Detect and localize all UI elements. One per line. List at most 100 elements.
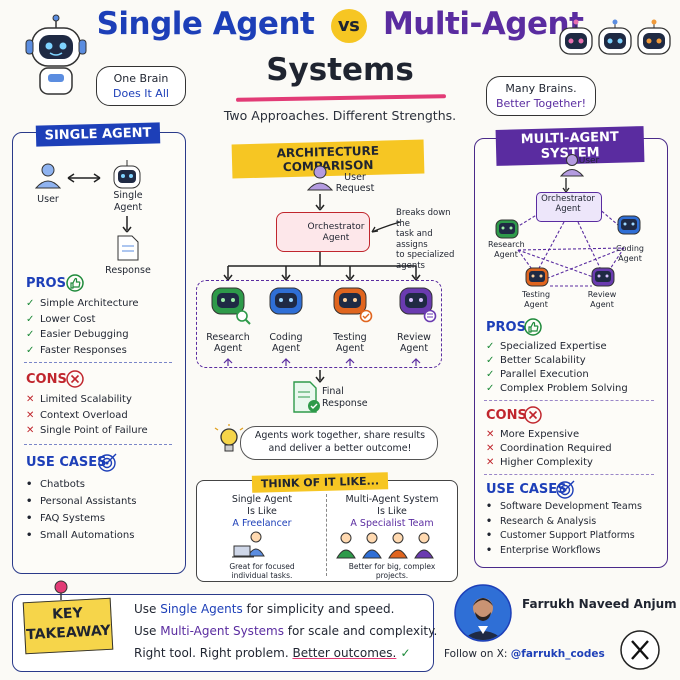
follow-text: Follow on X: @farrukh_codes — [444, 648, 605, 660]
list-item: •Research & Analysis — [486, 515, 597, 527]
agents-group — [196, 280, 442, 368]
author-name: Farrukh Naveed Anjum — [522, 597, 677, 611]
bubble-right-line1: Many Brains. — [505, 82, 577, 95]
multi-cons-title: CONS — [486, 408, 527, 423]
speech-bubble-right: Many Brains. Better Together! — [486, 76, 596, 116]
think-header: THINK OF IT LIKE... — [251, 472, 389, 493]
check-icon: ✓ — [486, 341, 495, 352]
single-usecases-list: •Chatbots •Personal Assistants •FAQ Syst… — [26, 476, 136, 544]
tip-text: Agents work together, share results and … — [254, 430, 426, 454]
think-left-line3: A Freelancer — [232, 518, 292, 529]
bubble-left-line1: One Brain — [113, 72, 169, 85]
check-icon: ✓ — [26, 313, 35, 325]
multi-cons-list: ✕More Expensive ✕Coordination Required ✕… — [486, 428, 612, 470]
list-item: •FAQ Systems — [26, 513, 106, 524]
takeaway-line-3: Right tool. Right problem. Better outcom… — [134, 646, 411, 660]
multi-orchestrator-box — [536, 192, 602, 222]
list-item: ✕Single Point of Failure — [26, 423, 148, 439]
list-item: ✓Complex Problem Solving — [486, 383, 628, 394]
multi-usecases-list: •Software Development Teams •Research & … — [486, 500, 642, 558]
single-agent-header: SINGLE AGENT — [35, 122, 161, 147]
title-multi: Multi-Agent — [382, 6, 584, 42]
check-icon: ✓ — [486, 355, 495, 366]
single-agent-panel — [12, 132, 186, 574]
single-pros-list: ✓Simple Architecture ✓Lower Cost ✓Easier… — [26, 296, 139, 358]
architecture-diagram — [211, 165, 437, 413]
single-user-label: User — [37, 194, 59, 205]
list-item: ✓Better Scalability — [486, 355, 586, 366]
single-pros-title: PROS — [26, 276, 66, 291]
think-left-line1: Single Agent — [231, 494, 293, 505]
list-item: ✕Context Overload — [26, 408, 148, 424]
title-vs-badge: vs — [330, 8, 367, 43]
check-icon: ✓ — [486, 369, 495, 380]
avatar — [454, 584, 512, 642]
multi-usecases-title: USE CASES — [486, 482, 567, 497]
single-agent-flow — [34, 160, 141, 261]
list-item: ✓Faster Responses — [26, 343, 139, 359]
think-left-line2: Is Like — [247, 506, 277, 517]
target-icon — [556, 480, 575, 499]
x-circle-icon — [66, 370, 84, 388]
divider — [484, 400, 654, 401]
cross-icon: ✕ — [486, 443, 495, 454]
title-underline — [235, 94, 447, 102]
multi-orchestrator-label: Orchestrator Agent — [541, 194, 595, 214]
list-item: •Software Development Teams — [486, 501, 642, 512]
list-item: •Small Automations — [26, 530, 135, 541]
x-logo-icon[interactable] — [620, 630, 660, 670]
divider — [24, 444, 172, 445]
review-agent-icon — [399, 287, 437, 323]
orchestrator-label-2: Agent — [322, 233, 350, 243]
single-response-label: Response — [105, 265, 151, 276]
cross-icon: ✕ — [26, 409, 35, 421]
check-icon: ✓ — [396, 646, 411, 660]
title-systems: Systems — [266, 52, 414, 88]
lightbulb-icon — [214, 424, 244, 452]
orchestrator-label-1: Orchestrator — [307, 222, 365, 232]
cross-icon: ✕ — [486, 429, 495, 440]
single-usecases-title: USE CASES — [26, 455, 107, 470]
single-agent-label-2: Agent — [113, 202, 143, 213]
list-item: •Customer Support Platforms — [486, 530, 635, 541]
research-agent-icon — [211, 287, 251, 325]
page-title: Single Agent vs Multi-Agent — [0, 6, 680, 43]
cross-icon: ✕ — [26, 394, 35, 405]
list-item: •Chatbots — [26, 479, 85, 490]
single-cons-list: ✕Limited Scalability ✕Context Overload ✕… — [26, 392, 148, 439]
author-handle-link[interactable]: @farrukh_codes — [510, 648, 605, 660]
think-right-line3: A Specialist Team — [350, 518, 434, 529]
coding-agent-icon — [269, 287, 303, 315]
list-item: ✓Lower Cost — [26, 312, 139, 328]
orchestrator-agent-box — [276, 212, 370, 252]
final-response-label-2: Response — [322, 398, 368, 409]
list-item: ✓Specialized Expertise — [486, 341, 607, 352]
cross-icon: ✕ — [26, 425, 35, 436]
divider — [484, 474, 654, 475]
check-icon: ✓ — [26, 344, 35, 356]
subtitle: Two Approaches. Different Strengths. — [223, 108, 457, 123]
multi-user-label: User — [578, 156, 600, 166]
list-item: ✕Higher Complexity — [486, 457, 593, 468]
multi-agent-network — [495, 154, 641, 287]
list-item: ✕Limited Scalability — [26, 392, 148, 408]
list-item: ✕Coordination Required — [486, 443, 612, 454]
robot-team-icon — [559, 19, 671, 55]
list-item: ✕More Expensive — [486, 429, 580, 440]
cross-icon: ✕ — [486, 457, 495, 468]
divider — [24, 362, 172, 363]
multi-pros-title: PROS — [486, 320, 526, 335]
list-item: ✓Easier Debugging — [26, 327, 139, 343]
speech-bubble-left: One Brain Does It All — [96, 66, 186, 106]
check-icon: ✓ — [26, 298, 35, 309]
list-item: •Personal Assistants — [26, 496, 137, 507]
bubble-left-line2: Does It All — [113, 87, 169, 100]
bubble-right-line2: Better Together! — [495, 97, 587, 110]
testing-agent-icon — [333, 287, 373, 323]
